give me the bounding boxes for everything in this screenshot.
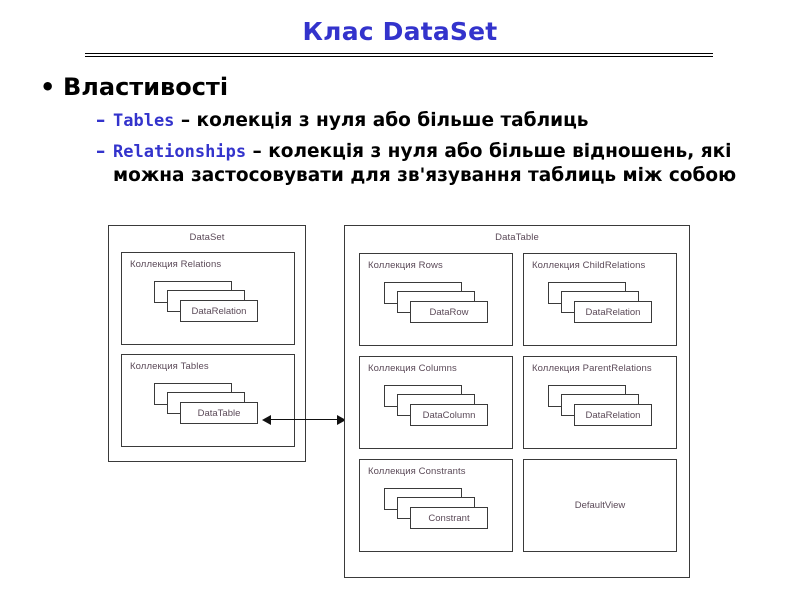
dash-marker-icon: –: [96, 110, 106, 131]
stack-card-front: DataRelation: [574, 404, 652, 426]
stack-card-label: Constrant: [428, 512, 470, 524]
property-desc-tables: – колекція з нуля або більше таблиць: [174, 110, 589, 131]
bullet-level2-relationships: – Relationships – колекція з нуля або бі…: [0, 140, 800, 187]
stack-datarelation-parent: DataRelation: [548, 385, 652, 427]
stack-constrant: Constrant: [384, 488, 488, 530]
panel-dataset-title: DataSet: [189, 232, 225, 243]
stack-card-label: DataRelation: [191, 305, 247, 317]
stack-card-label: DataTable: [197, 407, 241, 419]
collection-rows-label: Коллекция Rows: [368, 260, 443, 271]
arrowhead-left-icon: [262, 414, 271, 425]
collection-constrants: Коллекция Constrants Constrant: [359, 459, 513, 552]
divider-line-bottom: [85, 56, 713, 57]
divider-line-top: [85, 53, 713, 54]
stack-card-label: DataRow: [429, 306, 469, 318]
collection-columns: Коллекция Columns DataColumn: [359, 356, 513, 449]
collection-columns-label: Коллекция Columns: [368, 363, 457, 374]
bullet-level1-properties: • Властивості: [0, 72, 800, 102]
property-name-tables: Tables: [113, 111, 175, 131]
box-defaultview-label: DefaultView: [574, 500, 626, 511]
title-divider: [85, 53, 713, 58]
stack-card-label: DataColumn: [422, 409, 476, 421]
page-title: Клас DataSet: [302, 17, 498, 46]
stack-datatable: DataTable: [154, 383, 258, 425]
bullet-list: • Властивості – Tables – колекція з нуля…: [0, 72, 800, 187]
bullet-marker-icon: •: [40, 73, 56, 101]
bullet-level2-tables: – Tables – колекція з нуля або більше та…: [0, 109, 800, 133]
collection-rows: Коллекция Rows DataRow: [359, 253, 513, 346]
stack-card-front: DataRow: [410, 301, 488, 323]
box-defaultview: DefaultView: [523, 459, 677, 552]
collection-relations: Коллекция Relations DataRelation: [121, 252, 295, 345]
panel-dataset: DataSet Коллекция Relations DataRelation…: [108, 225, 306, 462]
collection-childrelations-label: Коллекция ChildRelations: [532, 260, 646, 271]
stack-card-front: DataColumn: [410, 404, 488, 426]
collection-relations-label: Коллекция Relations: [130, 259, 222, 270]
collection-childrelations: Коллекция ChildRelations DataRelation: [523, 253, 677, 346]
stack-card-label: DataRelation: [585, 409, 641, 421]
arrowhead-right-icon: [337, 414, 346, 425]
collection-parentrelations-label: Коллекция ParentRelations: [532, 363, 652, 374]
stack-card-label: DataRelation: [585, 306, 641, 318]
collection-parentrelations: Коллекция ParentRelations DataRelation: [523, 356, 677, 449]
property-desc-relationships: – колекція з нуля або більше відношень, …: [113, 141, 737, 186]
stack-card-front: DataRelation: [574, 301, 652, 323]
property-name-relationships: Relationships: [113, 142, 247, 162]
stack-datarelation-child: DataRelation: [548, 282, 652, 324]
arrow-shaft: [268, 419, 340, 421]
stack-card-front: Constrant: [410, 507, 488, 529]
association-arrow-icon: [262, 413, 346, 427]
stack-datarow: DataRow: [384, 282, 488, 324]
stack-datacolumn: DataColumn: [384, 385, 488, 427]
stack-card-front: DataTable: [180, 402, 258, 424]
dash-marker-icon: –: [96, 141, 106, 162]
stack-card-front: DataRelation: [180, 300, 258, 322]
collection-tables-label: Коллекция Tables: [130, 361, 209, 372]
panel-datatable: DataTable Коллекция Rows DataRow Коллекц…: [344, 225, 690, 578]
collection-constrants-label: Коллекция Constrants: [368, 466, 466, 477]
panel-datatable-title: DataTable: [495, 232, 539, 243]
stack-datarelation: DataRelation: [154, 281, 258, 323]
bullet-level1-label: Властивості: [63, 73, 229, 101]
collection-tables: Коллекция Tables DataTable: [121, 354, 295, 447]
